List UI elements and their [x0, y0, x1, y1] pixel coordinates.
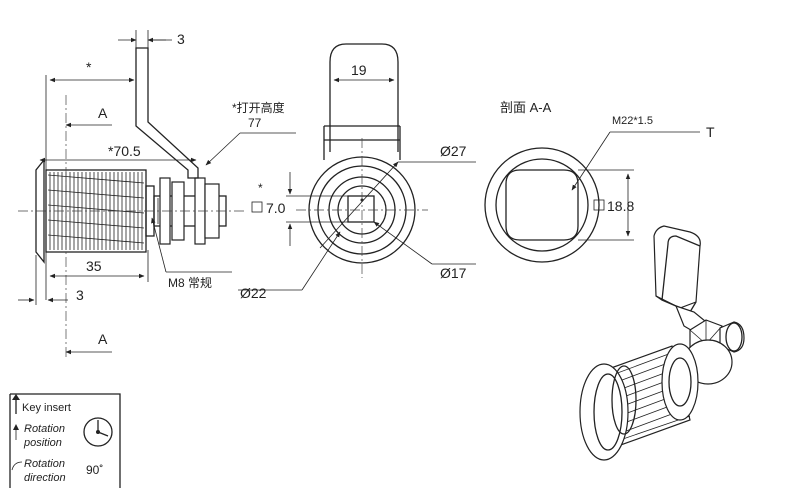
legend-rotation-direction-2: direction: [24, 472, 66, 484]
hatched-section: [505, 169, 579, 241]
dim-square-star: *: [258, 181, 263, 195]
dim-inner-dia: Ø17: [440, 265, 467, 281]
dim-length: *70.5: [108, 143, 141, 159]
dim-star: *: [86, 59, 92, 75]
thread-spec: M22*1.5: [612, 115, 653, 127]
section-outer-circle: [484, 147, 600, 263]
dim-thread-length: 35: [86, 258, 102, 274]
open-height-value: 77: [248, 116, 262, 130]
open-height-label: *打开高度: [232, 100, 285, 115]
thread-note: M8 常规: [168, 275, 212, 290]
section-title: 剖面 A-A: [500, 100, 552, 115]
iso-cam-tab: [653, 225, 701, 309]
m8-screw: [153, 195, 227, 227]
legend-rotation-position-1: Rotation: [24, 423, 65, 435]
dim-width: 19: [351, 62, 367, 78]
legend-key-insert: Key insert: [22, 402, 71, 414]
cam-arm: [135, 47, 199, 179]
flange: [35, 158, 45, 264]
rotation-position-icon: [83, 417, 113, 447]
section-label-bottom: A: [98, 331, 108, 347]
legend-box: Key insert Rotation position Rotation di…: [9, 393, 121, 488]
cam-tab: [329, 43, 399, 152]
section-view: 剖面 A-A M22*1.5 T 18.8: [484, 100, 715, 263]
isometric-view: [579, 225, 745, 461]
dim-square: 7.0: [266, 200, 286, 216]
dim-flange: 3: [76, 287, 84, 303]
dim-flat: 18.8: [607, 198, 634, 214]
legend-rotation-position-2: position: [23, 437, 62, 449]
dim-body-dia: Ø22: [240, 285, 267, 301]
legend-rotation-direction-1: Rotation: [24, 458, 65, 470]
thread-type: T: [706, 124, 715, 140]
legend-rotation-angle: 90˚: [86, 463, 103, 477]
section-label-top: A: [98, 105, 108, 121]
front-view: 19 Ø27 * 7.0 Ø17 Ø22: [238, 43, 476, 301]
side-view: 3 * A A *70.5 *打开高度 77 35 3 M8 常规: [18, 30, 296, 360]
key-slot: [347, 195, 375, 223]
iso-flange: [579, 363, 629, 461]
dim-thickness: 3: [177, 31, 185, 47]
dim-outer-dia: Ø27: [440, 143, 467, 159]
